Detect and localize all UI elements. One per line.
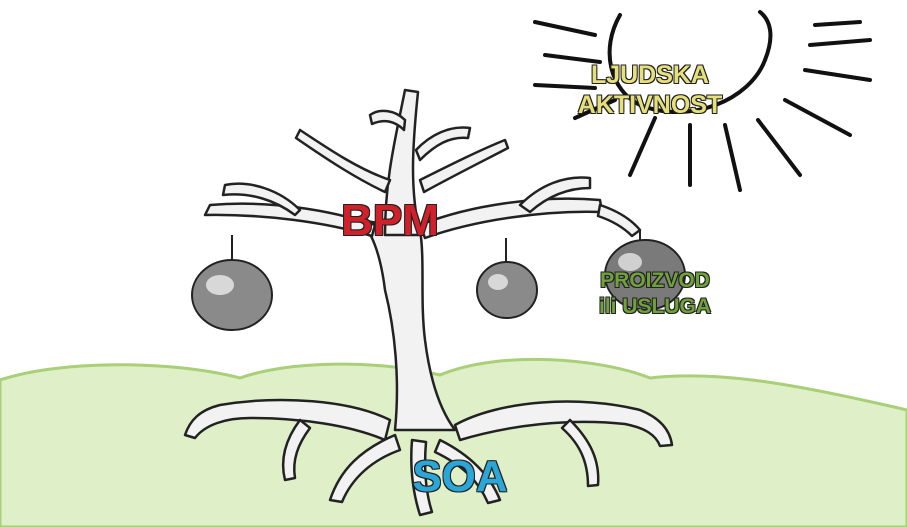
ground-hill [0, 357, 907, 527]
product-service-line-2: ili USLUGA [598, 295, 711, 319]
sun-icon [533, 10, 872, 192]
apple-icon-middle [476, 238, 538, 319]
soa-label: SOA [412, 452, 508, 502]
product-service-line-1: PROIZVOD [600, 269, 711, 293]
bpm-label: BPM [341, 196, 440, 246]
tree-trunk [203, 88, 642, 432]
tree-roots [183, 398, 674, 517]
product-service-label: PROIZVOD ili USLUGA [575, 268, 735, 320]
human-activity-label: LJUDSKA AKTIVNOST [560, 60, 740, 120]
human-activity-line-1: LJUDSKA [590, 61, 710, 90]
human-activity-line-2: AKTIVNOST [577, 91, 723, 120]
apple-icon-right [604, 230, 686, 311]
apple-icon-left [191, 235, 273, 331]
